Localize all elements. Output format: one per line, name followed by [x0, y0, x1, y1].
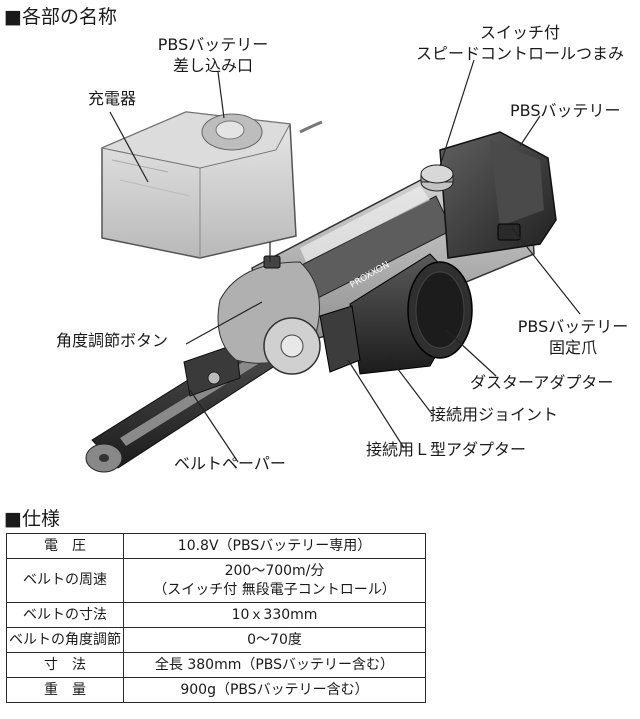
spec-row: 重 量 900g（PBSバッテリー含む） [6, 677, 426, 703]
spec-table: 電 圧 10.8V（PBSバッテリー専用） ベルトの周速 200〜700m/分（… [6, 533, 426, 703]
label-l-adapter: 接続用Ｌ型アダプター [366, 440, 527, 459]
label-battery-slot: PBSバッテリー差し込み口 [157, 35, 269, 75]
spec-key: ベルトの寸法 [6, 602, 124, 628]
spec-row: ベルトの寸法 10ｘ330mm [6, 602, 426, 628]
product-illustration: PROXXON [85, 59, 581, 473]
spec-row: 電 圧 10.8V（PBSバッテリー専用） [6, 533, 426, 559]
spec-row: 寸 法 全長 380mm（PBSバッテリー含む） [6, 652, 426, 678]
spec-value: 10ｘ330mm [123, 602, 426, 628]
pbs-battery [439, 131, 557, 259]
spec-value: 10.8V（PBSバッテリー専用） [123, 533, 426, 559]
section-spec-title: ■仕様 [4, 508, 60, 530]
spec-row: ベルトの角度調節 0〜70度 [6, 627, 426, 653]
charger [100, 111, 323, 259]
label-charger: 充電器 [88, 89, 137, 108]
spec-key: ベルトの周速 [6, 558, 124, 603]
label-speed-switch: スイッチ付スピードコントロールつまみ [415, 23, 624, 63]
label-battery-clip: PBSバッテリー固定爪 [517, 317, 629, 357]
spec-value: 200〜700m/分（スイッチ付 無段電子コントロール） [123, 558, 426, 603]
spec-row: ベルトの周速 200〜700m/分（スイッチ付 無段電子コントロール） [6, 558, 426, 603]
label-belt-paper: ベルトペーパー [174, 454, 286, 473]
spec-key: 寸 法 [6, 652, 124, 678]
spec-value: 900g（PBSバッテリー含む） [123, 677, 426, 703]
leader-lines [109, 59, 581, 463]
label-joint: 接続用ジョイント [430, 405, 559, 424]
spec-key: 電 圧 [6, 533, 124, 559]
spec-value: 0〜70度 [123, 627, 426, 653]
label-battery: PBSバッテリー [510, 101, 621, 120]
label-angle-button: 角度調節ボタン [56, 331, 169, 350]
speed-knob [420, 164, 454, 192]
section-parts-title: ■各部の名称 [4, 6, 117, 28]
dust-adapter [319, 253, 473, 375]
spec-key: ベルトの角度調節 [6, 627, 124, 653]
label-dust-adapter: ダスターアダプター [470, 373, 614, 392]
spec-key: 重 量 [6, 677, 124, 703]
spec-value: 全長 380mm（PBSバッテリー含む） [123, 652, 426, 678]
